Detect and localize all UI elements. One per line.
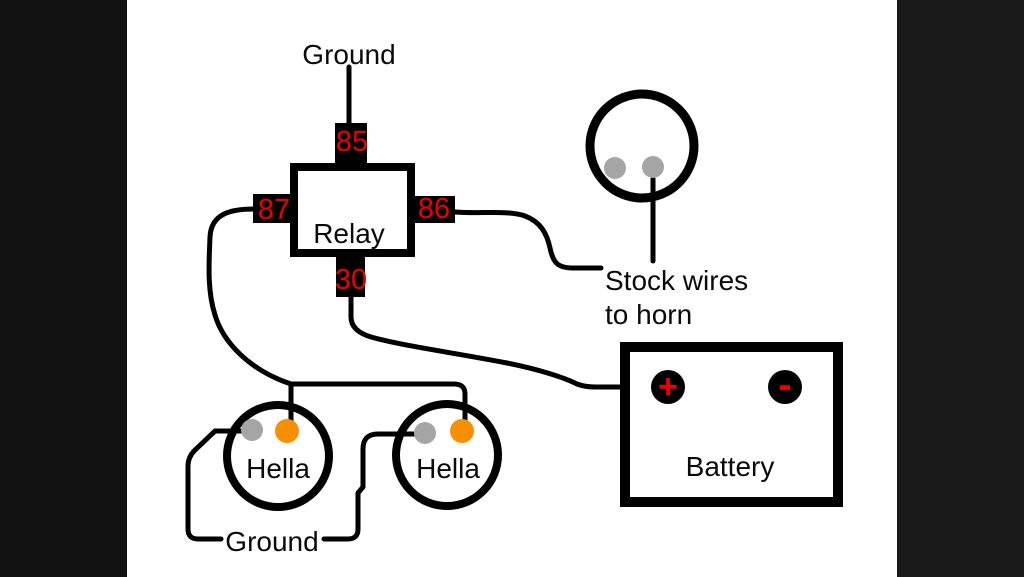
horn-connector-dot-right <box>642 156 664 178</box>
wire-horn-feed-bus <box>288 381 468 424</box>
ground-bottom-label: Ground <box>225 526 318 557</box>
relay-pin86-label: 86 <box>418 193 450 225</box>
diagram-canvas: Ground 85 87 86 30 Relay Stock wires to … <box>127 0 897 577</box>
battery-negative-symbol: - <box>778 363 791 407</box>
horn-connector-circle <box>585 89 699 203</box>
wire-left-gray-to-ground <box>185 428 250 542</box>
relay-pin85-label: 85 <box>336 126 368 158</box>
wire-pin87-to-horn-feed <box>206 206 294 387</box>
hella-left-gray-dot <box>241 419 263 441</box>
wiring-diagram: Ground 85 87 86 30 Relay Stock wires to … <box>185 39 843 557</box>
battery-label: Battery <box>686 451 775 482</box>
ground-top-label: Ground <box>302 39 395 70</box>
right-letterbox-bar <box>897 0 1024 577</box>
hella-right-gray-dot <box>414 422 436 444</box>
relay-pin87-label: 87 <box>258 194 290 226</box>
stock-wires-label-line2: to horn <box>605 299 692 330</box>
relay-body <box>290 163 415 257</box>
battery-positive-symbol: + <box>658 368 678 406</box>
relay-label: Relay <box>313 218 385 249</box>
relay-pin-tab-bottom <box>336 255 365 297</box>
relay-pin-tab-left <box>253 194 294 223</box>
stock-wires-label-line1: Stock wires <box>605 265 748 296</box>
wire-pin30-to-battery-positive <box>348 294 657 390</box>
battery-positive-terminal <box>651 370 685 404</box>
left-letterbox-bar <box>0 0 127 577</box>
battery-negative-terminal <box>768 370 802 404</box>
wire-pin86-to-stock-wires <box>452 209 604 271</box>
wire-right-gray-to-ground <box>321 431 422 542</box>
relay-pin30-label: 30 <box>335 264 367 296</box>
hella-right-orange-dot <box>450 419 474 443</box>
relay-pin-tab-top <box>335 123 367 168</box>
hella-left-orange-dot <box>275 419 299 443</box>
hella-right-label: Hella <box>416 453 480 484</box>
hella-left-label: Hella <box>246 453 310 484</box>
horn-connector-dot-left <box>604 157 626 179</box>
relay-pin-tab-right <box>412 196 455 223</box>
